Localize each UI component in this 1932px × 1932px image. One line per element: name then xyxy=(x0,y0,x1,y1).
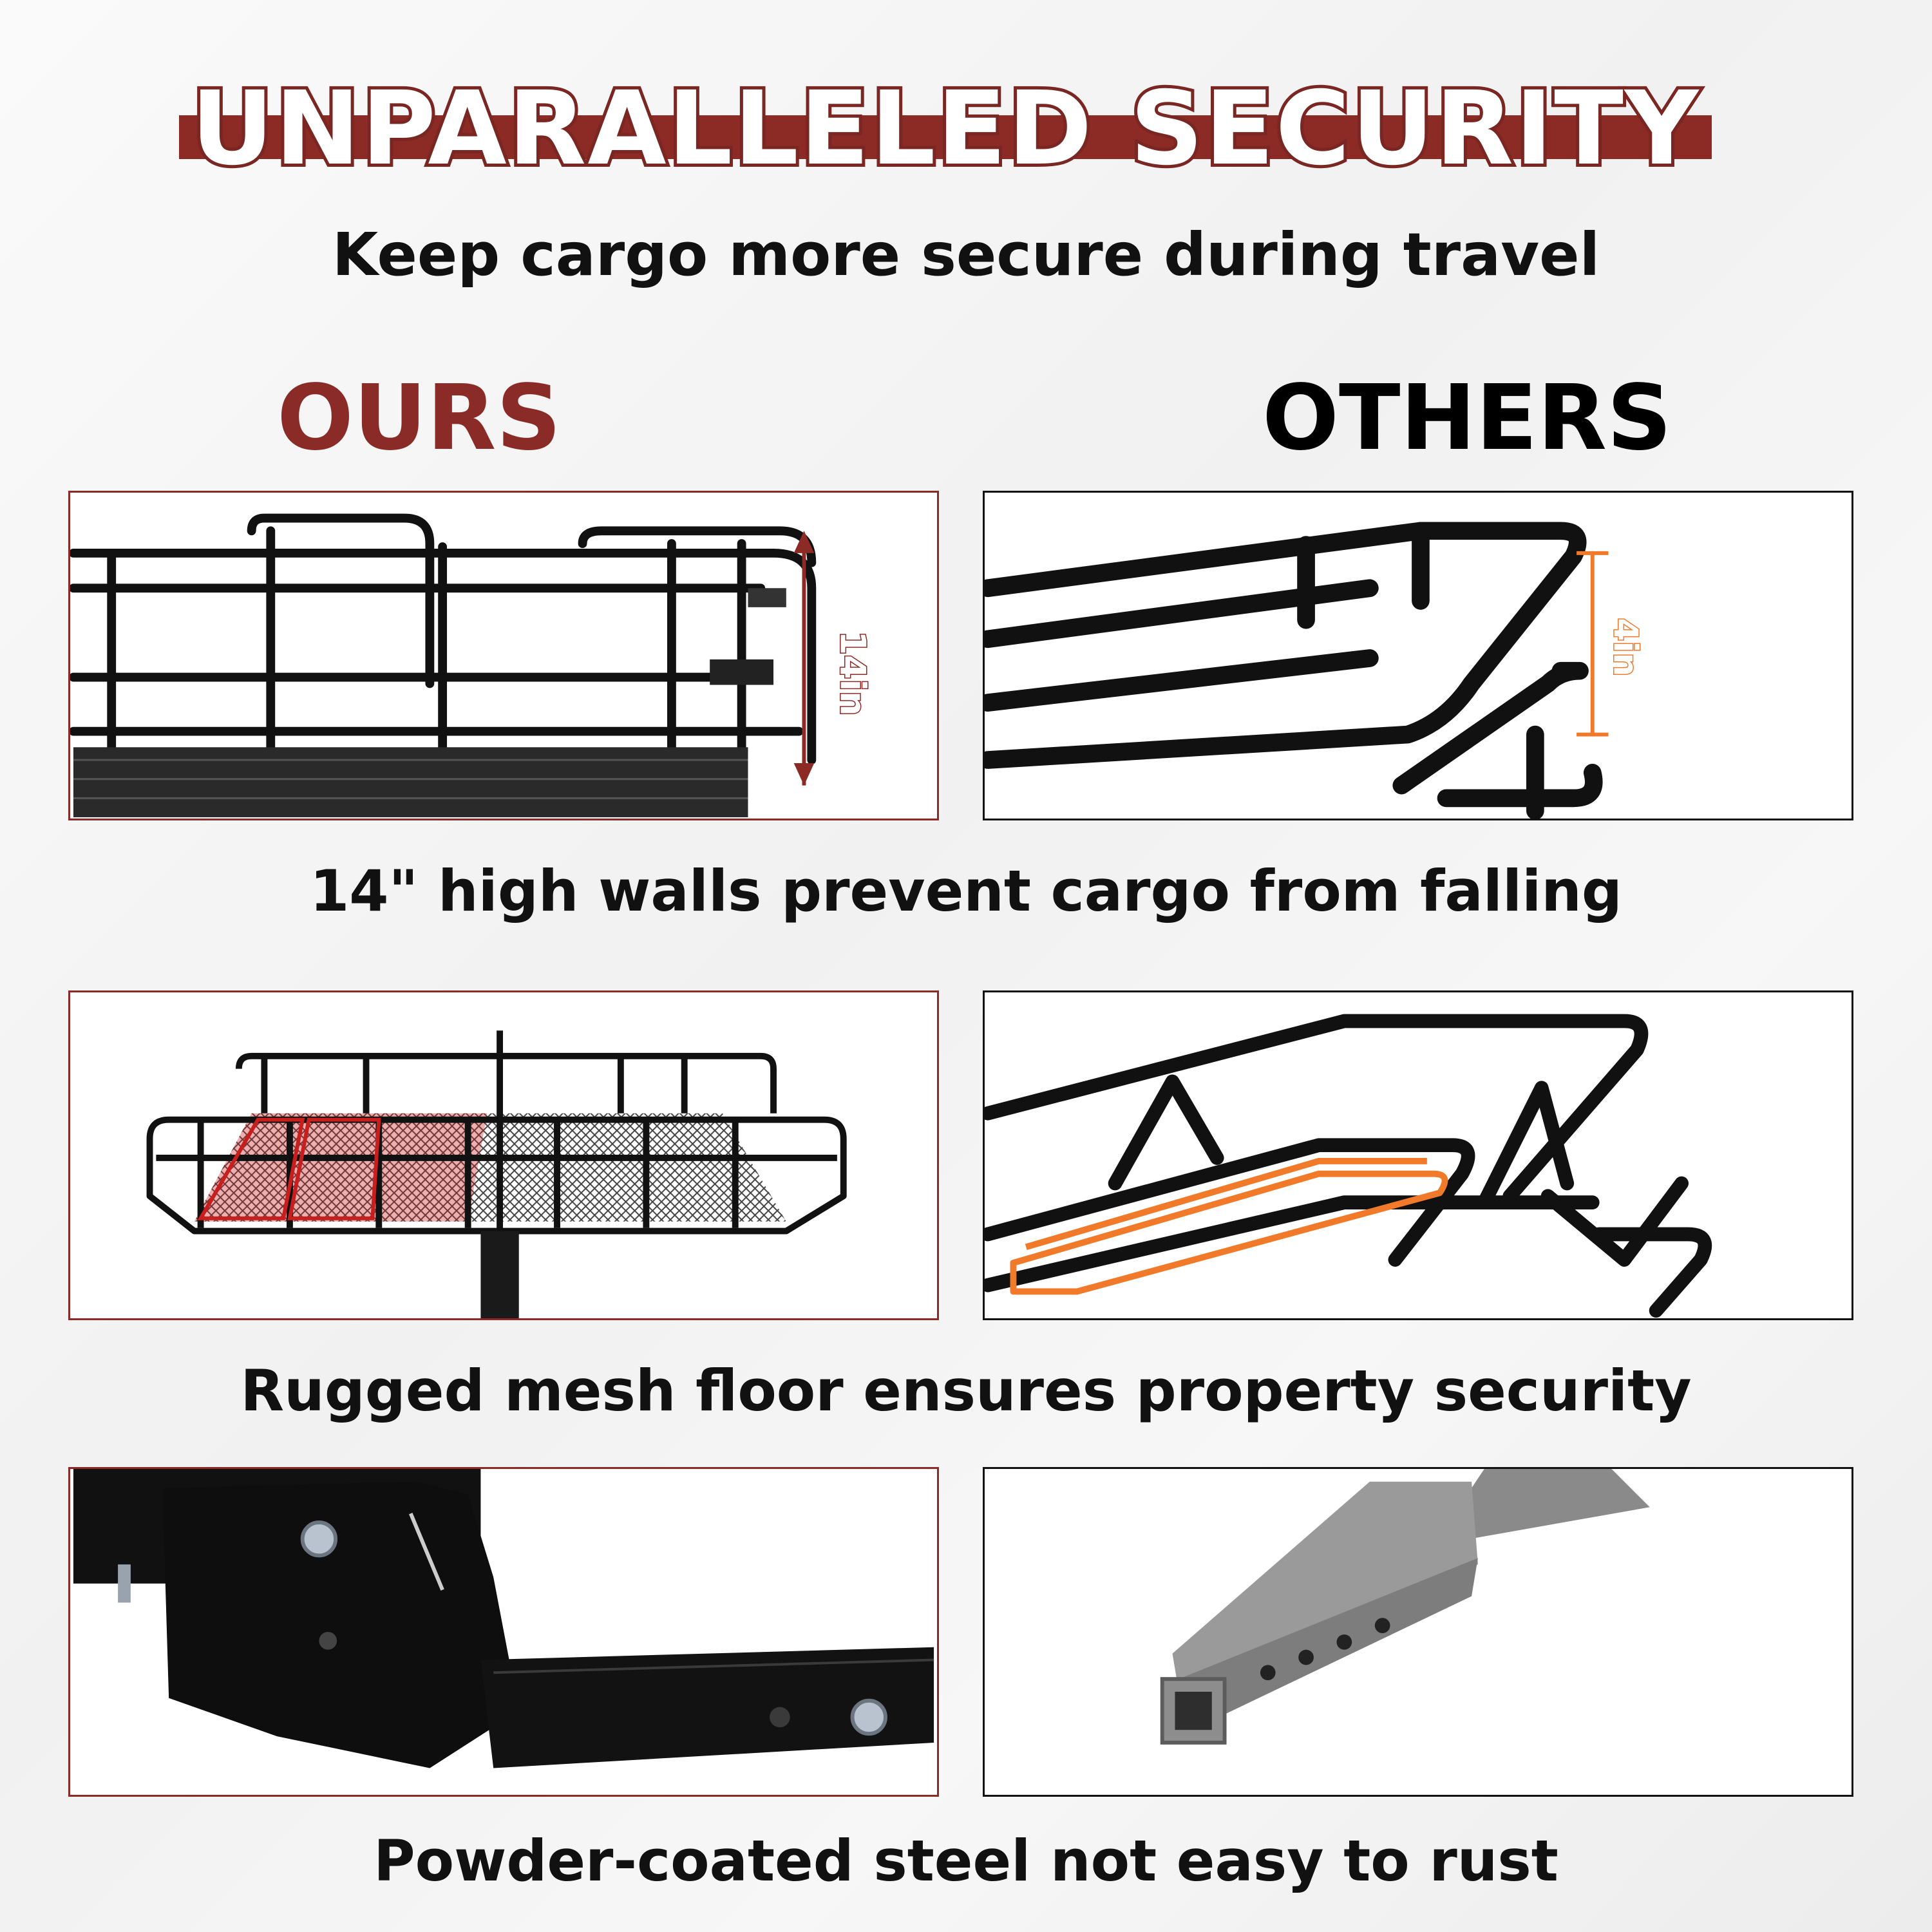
caption-mesh-floor: Rugged mesh floor ensures property secur… xyxy=(240,1358,1692,1424)
others-hitch-image xyxy=(983,1467,1853,1797)
others-floor-image xyxy=(983,990,1853,1320)
title-banner-bar xyxy=(179,115,1712,159)
page-subtitle: Keep cargo more secure during travel xyxy=(332,220,1600,289)
mesh-highlight-right xyxy=(287,1117,381,1220)
ours-powder-coated-hitch-illustration xyxy=(73,1469,934,1768)
bolt-icon xyxy=(850,1698,887,1736)
arrow-down-icon xyxy=(793,763,815,786)
page-title: UNPARALLELED SECURITY xyxy=(188,68,1702,190)
ours-height-label: 14in xyxy=(831,629,874,716)
ours-basket-mesh-illustration xyxy=(146,1030,847,1318)
ours-hitch-image xyxy=(68,1467,939,1797)
ours-mesh-floor-image xyxy=(68,990,939,1320)
others-basket-wall-illustration xyxy=(985,522,1609,819)
arrow-up-icon xyxy=(793,531,815,553)
caption-powder-coated: Powder-coated steel not easy to rust xyxy=(374,1828,1558,1894)
caption-wall-height: 14" high walls prevent cargo from fallin… xyxy=(310,858,1622,924)
mesh-highlight-left xyxy=(197,1117,305,1220)
ours-heading: OURS xyxy=(277,366,562,471)
others-heading: OTHERS xyxy=(1262,366,1672,471)
others-uncoated-hitch-illustration xyxy=(1160,1469,1650,1745)
others-height-label: 4in xyxy=(1605,617,1646,677)
ours-wall-height-image: 14in xyxy=(68,491,939,820)
others-wall-height-image: 4in xyxy=(983,491,1853,820)
others-basket-floor-illustration xyxy=(985,1014,1712,1318)
bolt-icon xyxy=(300,1520,338,1558)
ours-basket-wall-illustration xyxy=(70,513,817,818)
